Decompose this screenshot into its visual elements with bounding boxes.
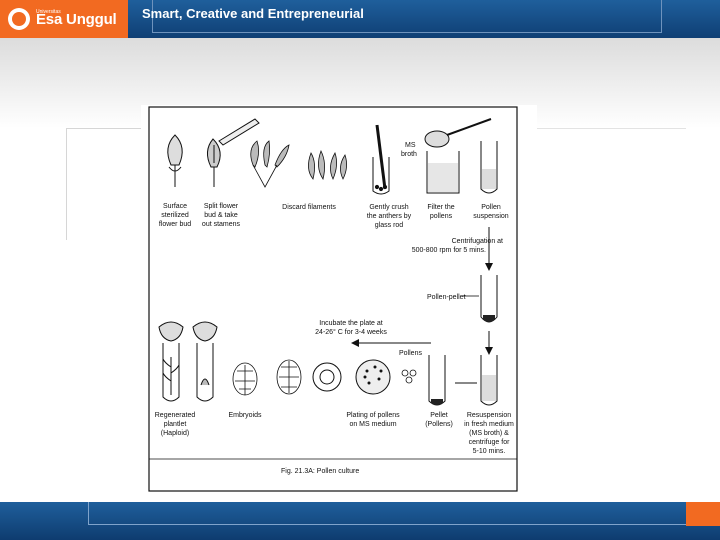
label-split: out stamens bbox=[202, 221, 241, 228]
label-surface: sterilized bbox=[161, 212, 189, 219]
label-pollens: Pollens bbox=[399, 350, 422, 357]
label-crush: the anthers by bbox=[367, 213, 412, 220]
pellet-pollens-tube-icon bbox=[429, 355, 445, 405]
label-pollen-pellet: Pollen-pellet bbox=[427, 294, 466, 301]
arrow-head bbox=[351, 339, 359, 347]
footer-bar bbox=[0, 502, 720, 540]
crush-tube-icon bbox=[373, 125, 389, 194]
arrow-head bbox=[485, 263, 493, 271]
label-resuspension: centrifuge for bbox=[469, 439, 511, 446]
label-resuspension: Resuspension bbox=[467, 412, 511, 419]
label-filter: pollens bbox=[430, 213, 453, 220]
stamens-icon bbox=[251, 141, 289, 187]
petri-plate-icon bbox=[356, 360, 390, 394]
label-ms: MS bbox=[405, 142, 416, 149]
flower-bud-icon bbox=[168, 135, 182, 187]
arrow-head bbox=[485, 347, 493, 355]
label-crush: Gently crush bbox=[369, 204, 408, 211]
label-regenerated: Regenerated bbox=[155, 412, 196, 419]
pollen-grains-icon bbox=[402, 370, 416, 383]
label-resuspension: 5-10 mins. bbox=[473, 448, 506, 455]
label-incubate: Incubate the plate at bbox=[319, 320, 382, 327]
label-resuspension: in fresh medium bbox=[464, 421, 514, 428]
label-regenerated: (Haploid) bbox=[161, 430, 189, 437]
label-ms: broth bbox=[401, 151, 417, 158]
label-incubate: 24-26° C for 3-4 weeks bbox=[315, 328, 387, 336]
embryoid-plate-icon bbox=[313, 363, 341, 391]
label-pellet: (Pollens) bbox=[425, 421, 453, 428]
label-split: bud & take bbox=[204, 212, 238, 219]
footer-accent bbox=[686, 502, 720, 526]
label-suspension: Pollen bbox=[481, 204, 501, 211]
label-regenerated: plantlet bbox=[164, 421, 187, 428]
logo-emblem-icon bbox=[8, 8, 30, 30]
pollen-culture-figure: Surface sterilized flower bud Split flow… bbox=[141, 105, 537, 495]
tagline: Smart, Creative and Entrepreneurial bbox=[142, 6, 364, 21]
label-plating: Plating of pollens bbox=[346, 412, 400, 419]
label-surface: Surface bbox=[163, 203, 187, 210]
label-split: Split flower bbox=[204, 203, 239, 210]
label-surface: flower bud bbox=[159, 221, 191, 228]
footer-frame-line bbox=[88, 502, 690, 525]
label-pellet: Pellet bbox=[430, 412, 448, 419]
label-centrifugation: 500-800 rpm for 5 mins. bbox=[412, 247, 486, 254]
pollen-culture-diagram: Surface sterilized flower bud Split flow… bbox=[141, 105, 537, 495]
decor-line bbox=[66, 128, 67, 240]
label-suspension: suspension bbox=[473, 213, 509, 220]
embryoid-cells-icon bbox=[233, 360, 301, 395]
decor-line bbox=[536, 128, 686, 129]
decor-line bbox=[66, 128, 146, 129]
label-discard: Discard filaments bbox=[282, 204, 336, 211]
resuspension-tube-icon bbox=[481, 355, 497, 405]
label-filter: Filter the bbox=[427, 204, 454, 211]
logo-subtitle: Universitas bbox=[36, 9, 61, 15]
pollen-suspension-tube-icon bbox=[481, 141, 497, 193]
label-centrifugation: Centrifugation at bbox=[452, 238, 503, 245]
label-plating: on MS medium bbox=[349, 421, 396, 428]
anthers-icon bbox=[308, 151, 346, 179]
label-embryoids: Embryoids bbox=[228, 412, 262, 419]
pellet-tube-icon bbox=[481, 275, 497, 322]
label-resuspension: (MS broth) & bbox=[469, 430, 509, 437]
figure-caption: Fig. 21.3A: Pollen culture bbox=[281, 468, 359, 475]
university-logo[interactable]: Universitas Esa Unggul bbox=[0, 0, 128, 38]
regenerated-plantlet-icon bbox=[159, 322, 217, 401]
label-crush: glass rod bbox=[375, 222, 404, 229]
